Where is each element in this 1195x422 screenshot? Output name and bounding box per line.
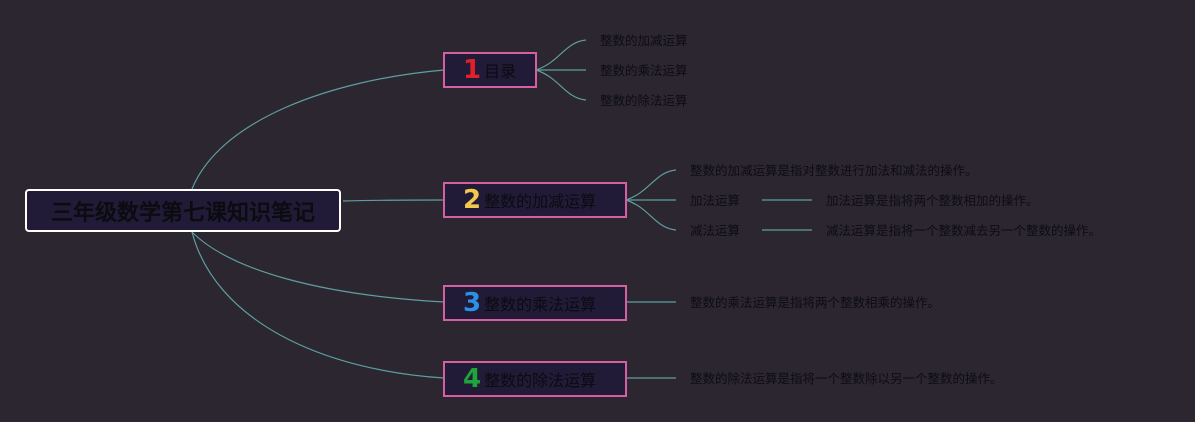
link-root-branch-2 bbox=[342, 199, 445, 202]
link-b1-leaf-3 bbox=[535, 69, 587, 101]
branch-node-1[interactable]: 1 目录 bbox=[443, 52, 537, 88]
link-b1-leaf-1 bbox=[535, 39, 587, 71]
leaf-node[interactable]: 整数的乘法运算是指将两个整数相乘的操作。 bbox=[690, 295, 941, 310]
leaf-node[interactable]: 整数的加减运算是指对整数进行加法和减法的操作。 bbox=[690, 163, 978, 178]
branch-node-3[interactable]: 3 整数的乘法运算 bbox=[443, 285, 627, 321]
detail-node[interactable]: 加法运算是指将两个整数相加的操作。 bbox=[826, 193, 1039, 208]
leaf-node[interactable]: 整数的除法运算 bbox=[600, 93, 688, 108]
branch-node-4[interactable]: 4 整数的除法运算 bbox=[443, 361, 627, 397]
link-root-branch-3 bbox=[191, 231, 445, 303]
branch-number-1: 1 bbox=[463, 55, 482, 85]
branch-title-3: 整数的乘法运算 bbox=[484, 295, 597, 314]
branch-title-1: 目录 bbox=[484, 62, 517, 81]
branch-node-2[interactable]: 2 整数的加减运算 bbox=[443, 182, 627, 218]
leaf-node[interactable]: 加法运算 bbox=[690, 193, 741, 208]
link-root-branch-4 bbox=[191, 231, 445, 379]
link-b2-leaf-3 bbox=[625, 199, 677, 231]
branch-number-2: 2 bbox=[463, 185, 482, 215]
root-node[interactable]: 三年级数学第七课知识笔记 bbox=[25, 189, 341, 232]
link-root-branch-1 bbox=[191, 69, 445, 190]
root-node-label: 三年级数学第七课知识笔记 bbox=[50, 200, 315, 226]
leaf-node[interactable]: 整数的乘法运算 bbox=[600, 63, 688, 78]
leaf-node[interactable]: 整数的加减运算 bbox=[600, 33, 688, 48]
link-b2-leaf-1 bbox=[625, 169, 677, 201]
branch-number-4: 4 bbox=[463, 364, 482, 394]
branch-title-4: 整数的除法运算 bbox=[484, 371, 597, 390]
branch-number-3: 3 bbox=[463, 288, 482, 318]
leaf-node[interactable]: 减法运算 bbox=[690, 223, 741, 238]
leaf-node[interactable]: 整数的除法运算是指将一个整数除以另一个整数的操作。 bbox=[690, 371, 1003, 386]
detail-node[interactable]: 减法运算是指将一个整数减去另一个整数的操作。 bbox=[826, 223, 1102, 238]
branch-title-2: 整数的加减运算 bbox=[484, 192, 597, 211]
